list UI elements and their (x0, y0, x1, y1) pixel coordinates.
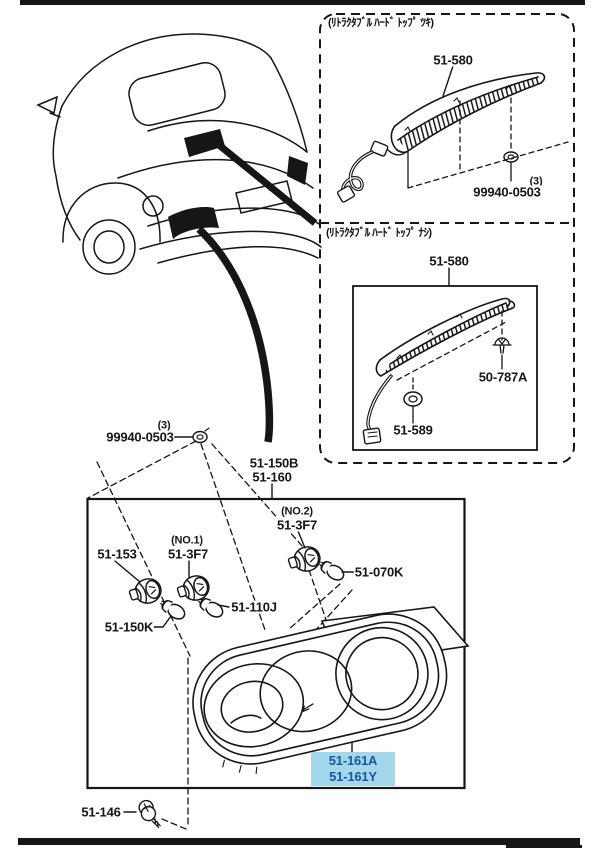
part-label-51-3f7-no1: 51-3F7 (167, 546, 209, 562)
inset-title-without-hardtop: (ﾘﾄﾗｸﾀﾌﾞﾙ ﾊｰﾄﾞ ﾄｯﾌﾟ ﾅｼ) (326, 227, 432, 239)
part-label-51-589: 51-589 (392, 422, 434, 438)
part-label-51-153: 51-153 (96, 546, 138, 562)
part-label-51-150k: 51-150K (103, 619, 155, 635)
highlighted-part-selection[interactable]: 51-161A 51-161Y (311, 752, 395, 786)
page-rules (18, 0, 585, 848)
qty-label-grommet-main: (3) (156, 419, 172, 432)
part-label-51-580-with-hardtop: 51-580 (432, 52, 474, 68)
screw-51-146-icon (138, 799, 161, 829)
leader-lines (114, 530, 355, 813)
part-label-51-160: 51-160 (251, 469, 293, 485)
part-label-51-3f7-no2: 51-3F7 (276, 517, 318, 533)
bulb-51-070k-icon (315, 556, 348, 584)
car-lamp-location-patches (168, 129, 308, 239)
socket-51-153-icon (126, 574, 165, 609)
part-label-51-110j: 51-110J (230, 599, 278, 615)
inset-with-hardtop-art (336, 65, 569, 203)
part-label-51-146: 51-146 (80, 804, 122, 820)
part-label-51-161y[interactable]: 51-161Y (329, 768, 377, 784)
part-label-99940-0503-main: 99940-0503 (105, 429, 175, 445)
car-rear-illustration (36, 33, 322, 443)
part-label-51-070k: 51-070K (353, 564, 405, 580)
part-label-51-161a[interactable]: 51-161A (328, 753, 378, 769)
inset-without-hardtop-art (352, 267, 538, 451)
tail-lamp-assembly-art (192, 606, 470, 775)
part-label-99940-0503-with-hardtop: 99940-0503 (472, 184, 542, 200)
position-label-no1: (NO.1) (170, 534, 204, 547)
inset-title-with-hardtop: (ﾘﾄﾗｸﾀﾌﾞﾙ ﾊｰﾄﾞ ﾄｯﾌﾟ ﾂｷ) (328, 17, 434, 29)
part-label-51-580-without-hardtop: 51-580 (428, 253, 470, 269)
thick-leader-lines (196, 138, 318, 443)
position-label-no2: (NO.2) (280, 505, 314, 518)
qty-label-grommet-with-hardtop: (3) (528, 175, 544, 188)
part-label-50-787a: 50-787A (477, 369, 529, 385)
inset-container-border (319, 13, 575, 464)
part-label-51-150b: 51-150B (248, 455, 300, 471)
